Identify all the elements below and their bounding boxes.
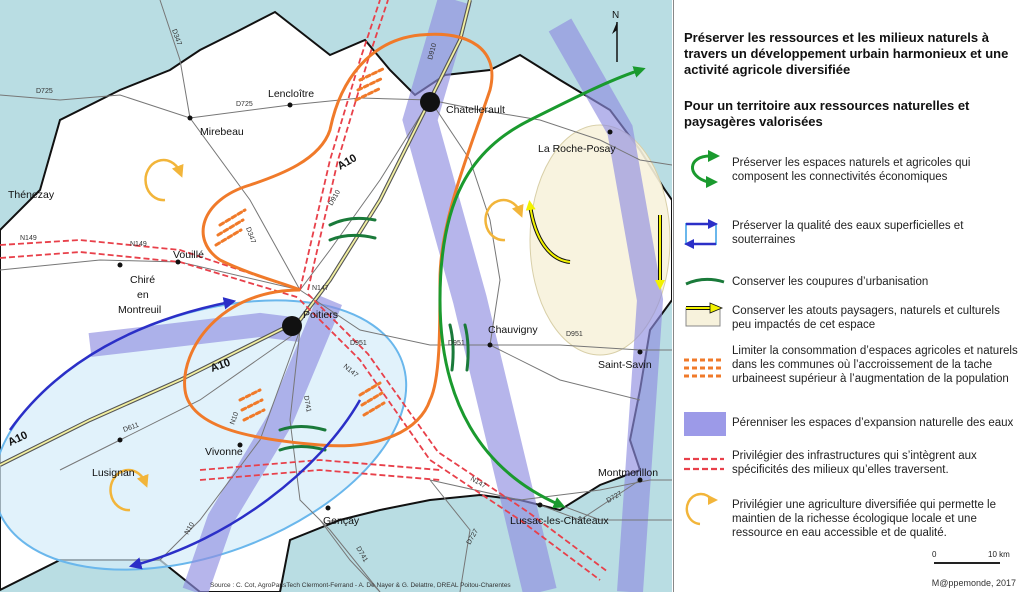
- road-label-d951: D951: [350, 340, 367, 347]
- red-dashed-lines-icon: [684, 457, 724, 471]
- town-label-lussac: Lussac-les-Châteaux: [510, 515, 609, 527]
- urbanisation-breaks: [278, 216, 470, 452]
- town-label-en: en: [137, 289, 149, 301]
- town-label-vivonne: Vivonne: [205, 446, 243, 458]
- blue-arrow-box-icon: [684, 219, 718, 249]
- road-label-d725: D725: [36, 88, 53, 95]
- road-label-d910: D910: [427, 42, 438, 60]
- town-label-poitiers: Poitiers: [303, 309, 338, 321]
- town-label-montreuil: Montreuil: [118, 304, 161, 316]
- agriculture-cycles: [109, 158, 524, 512]
- water-expansion-band: [182, 295, 342, 592]
- source-credit: Source : C. Cot, AgroParisTech Clermont-…: [210, 582, 511, 589]
- north-label: N: [612, 10, 619, 21]
- yellow-circle-arrow-icon: [685, 492, 718, 526]
- town-label-mirebeau: Mirebeau: [200, 126, 244, 138]
- road-label-d951: D951: [448, 340, 465, 347]
- town-label-chatellerault: Chatellerault: [446, 104, 505, 116]
- town-label-chire: Chiré: [130, 274, 155, 286]
- town-label-lencloitre: Lencloître: [268, 88, 314, 100]
- legend-item-label: Limiter la consommation d’espaces agrico…: [732, 345, 1018, 385]
- legend-item-label: Privilégier une agriculture diversifiée …: [732, 499, 996, 539]
- road-label-d951: D951: [566, 331, 583, 338]
- legend-panel: Préserver les ressources et les milieux …: [673, 0, 1024, 592]
- town-label-chauvigny: Chauvigny: [488, 324, 538, 336]
- water-quality-arrow: [128, 399, 362, 570]
- purple-band-icon: [684, 412, 726, 436]
- scale-bar: 0 10 km: [932, 550, 1022, 572]
- legend-item-label: Pérenniser les espaces d’expansion natur…: [732, 417, 1014, 429]
- town-label-thenezay: Thénezay: [8, 189, 55, 201]
- ecological-corridor: [438, 66, 646, 509]
- north-arrow: N: [612, 10, 619, 62]
- landscape-arrow: [525, 200, 571, 263]
- road-label-n149: N149: [130, 241, 147, 248]
- road-label-n149: N149: [20, 235, 37, 242]
- legend-item-label: Préserver la qualité des eaux superficie…: [732, 220, 964, 246]
- road-label-d725: D725: [236, 101, 253, 108]
- town-label-saint-savin: Saint-Savin: [598, 359, 652, 371]
- yellow-arrow-box-icon: [685, 302, 724, 327]
- infrastructure-lines: [0, 0, 609, 581]
- land-consumption-marks: [214, 66, 387, 422]
- town-dots: [117, 102, 643, 511]
- legend-title-main: Préserver les ressources et les milieux …: [684, 30, 1009, 77]
- orange-dashes-icon: [684, 358, 724, 378]
- road-label-n10: N10: [229, 411, 240, 426]
- urban-limit-loop: [183, 32, 494, 448]
- road-label-d741: D741: [302, 395, 312, 413]
- town-label-la-roche-posay: La Roche-Posay: [538, 143, 616, 155]
- town-label-vouille: Vouillé: [173, 249, 204, 261]
- road-label-n147: N147: [312, 285, 329, 292]
- scale-max: 10 km: [988, 550, 1010, 559]
- chatellerault-marker: [420, 92, 440, 112]
- water-quality-arrow: [8, 297, 237, 431]
- green-arrow-loop-icon: [691, 150, 720, 188]
- town-label-lusignan: Lusignan: [92, 467, 135, 479]
- legend-item-label: Conserver les coupures d’urbanisation: [732, 276, 929, 288]
- water-expansion-band: [402, 0, 557, 592]
- scale-zero: 0: [932, 550, 937, 559]
- poitiers-marker: [282, 316, 302, 336]
- green-arc-icon: [685, 277, 725, 286]
- map-canvas: N Lencloître Chatellerault Mirebeau La R…: [0, 0, 672, 592]
- town-label-gencay: Gençay: [323, 515, 360, 527]
- legend-item-label: Privilégier des infrastructures qui s’in…: [732, 450, 977, 476]
- town-label-montmorillon: Montmorillon: [598, 467, 658, 479]
- legend-item-label: Conserver les atouts paysagers, naturels…: [732, 305, 1000, 331]
- legend-title-sub: Pour un territoire aux ressources nature…: [684, 98, 970, 129]
- scale-line: [934, 562, 1000, 564]
- legend-item-label: Préserver les espaces naturels et agrico…: [732, 157, 971, 183]
- credit-label: M@ppemonde, 2017: [931, 578, 1016, 588]
